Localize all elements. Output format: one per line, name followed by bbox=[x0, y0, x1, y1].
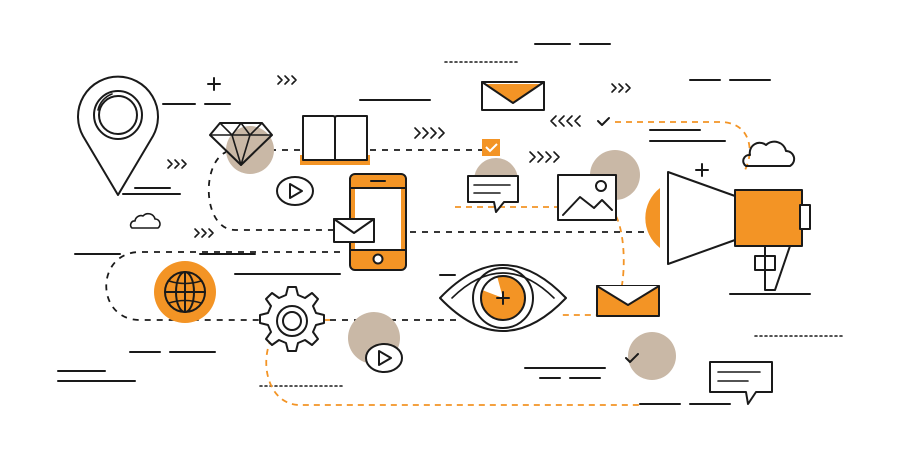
cloud-icon bbox=[129, 212, 161, 229]
megaphone-icon bbox=[645, 171, 811, 291]
decorative-lines bbox=[57, 43, 843, 405]
image-icon bbox=[557, 150, 640, 221]
email-envelope-icon bbox=[596, 285, 660, 317]
checkmark-icon bbox=[625, 332, 676, 380]
checkmark-icon bbox=[597, 117, 610, 126]
email-envelope-icon bbox=[481, 81, 545, 111]
email-envelope-icon bbox=[333, 218, 375, 243]
eye-icon bbox=[439, 264, 567, 332]
diamond-icon bbox=[209, 122, 274, 174]
globe-icon bbox=[154, 261, 216, 323]
chat-bubble-icon bbox=[467, 158, 519, 213]
play-button-icon bbox=[276, 176, 314, 206]
cloud-icon bbox=[742, 140, 796, 167]
play-button-icon bbox=[348, 312, 403, 373]
chat-bubble-icon bbox=[709, 361, 773, 405]
chevrons-icon bbox=[167, 75, 631, 238]
gear-icon bbox=[259, 286, 325, 352]
location-pin-icon bbox=[77, 75, 159, 196]
book-icon bbox=[300, 115, 370, 165]
plus-icon bbox=[207, 77, 709, 177]
checkmark-icon bbox=[482, 139, 500, 156]
